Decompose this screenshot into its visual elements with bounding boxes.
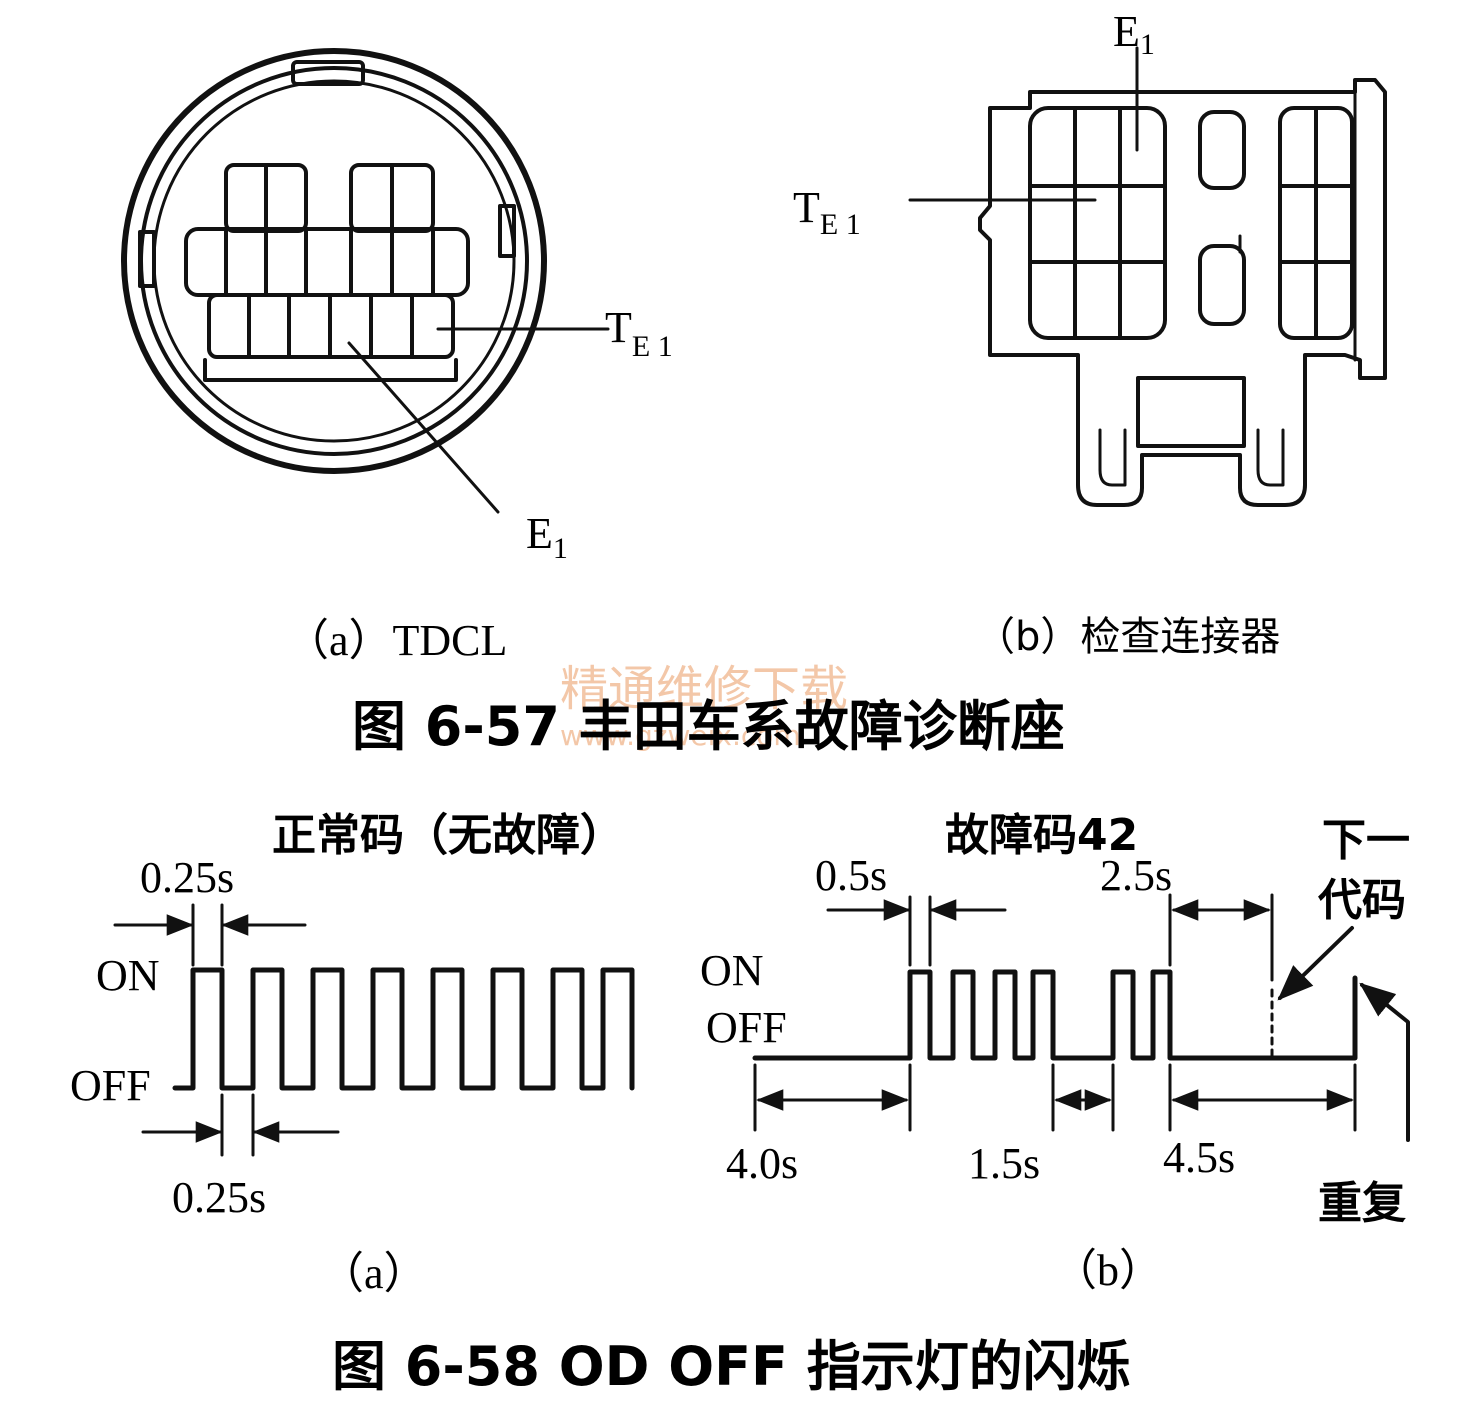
check-connector-drawing xyxy=(908,46,1387,507)
mid-duration: 1.5s xyxy=(968,1139,1040,1188)
tdcl-connector-drawing xyxy=(121,48,610,514)
normal-on-label: ON xyxy=(96,951,160,1000)
repeat-label: 重复 xyxy=(1318,1178,1406,1229)
check-e1-label: E1 xyxy=(1113,7,1155,61)
gap-duration: 2.5s xyxy=(1100,851,1172,900)
normal-off-label: OFF xyxy=(70,1061,151,1110)
start-duration: 4.0s xyxy=(726,1139,798,1188)
fig58-caption-a: （a） xyxy=(320,1249,428,1298)
next-code-label-line2: 代码 xyxy=(1317,875,1406,926)
tdcl-e1-label: E1 xyxy=(526,509,568,565)
fig58-title: 图 6-58 OD OFF 指示灯的闪烁 xyxy=(332,1335,1131,1398)
fig57-caption-a: （a）TDCL xyxy=(285,616,507,665)
normal-code-title: 正常码（无故障） xyxy=(272,810,624,861)
fig57-caption-b: （b）检查连接器 xyxy=(975,614,1280,660)
normal-code-waveform xyxy=(113,903,635,1157)
fig58-caption-b: （b） xyxy=(1053,1246,1163,1295)
pulse-duration: 0.5s xyxy=(815,851,887,900)
trouble-on-label: ON xyxy=(700,946,764,995)
watermark-text: 精通维修下载 xyxy=(560,661,848,717)
trouble-off-label: OFF xyxy=(706,1003,787,1052)
trouble-code-waveform xyxy=(752,893,1410,1142)
watermark-url: www.gzweix.com xyxy=(560,719,801,752)
trouble-code-title: 故障码42 xyxy=(945,810,1138,861)
normal-top-duration: 0.25s xyxy=(140,853,234,902)
tdcl-te1-label: TE 1 xyxy=(605,303,673,363)
end-duration: 4.5s xyxy=(1163,1133,1235,1182)
fig57-title: 图 6-57 丰田车系故障诊断座 xyxy=(352,695,1065,758)
normal-bottom-duration: 0.25s xyxy=(172,1173,266,1222)
next-code-label-line1: 下一 xyxy=(1322,815,1410,866)
check-te1-label: TE 1 xyxy=(793,183,861,241)
